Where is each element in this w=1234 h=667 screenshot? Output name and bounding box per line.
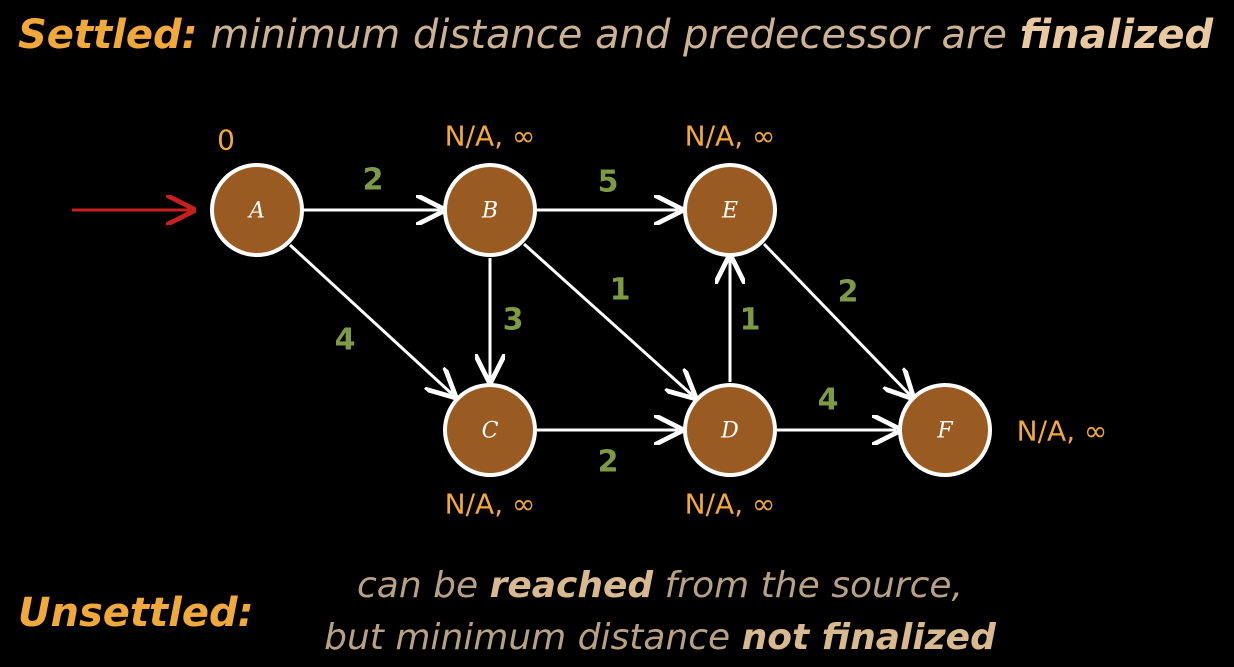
settled-emphasis: finalized <box>1019 12 1214 58</box>
node-status: N/A, ∞ <box>685 120 776 153</box>
node-c: C N/A, ∞ <box>443 383 537 521</box>
node-f: F N/A, ∞ <box>898 383 1108 477</box>
edge-a-b: 2 <box>303 163 440 211</box>
unsettled-text: from the source, <box>664 565 963 606</box>
node-label: B <box>481 199 498 224</box>
node-b: B N/A, ∞ <box>443 120 537 257</box>
settled-definition: Settled: minimum distance and predecesso… <box>18 12 1228 58</box>
edge-d-e: 1 <box>730 260 760 382</box>
node-label: E <box>721 199 738 224</box>
edge-weight: 1 <box>610 273 631 308</box>
unsettled-text: can be <box>357 565 479 606</box>
node-status: N/A, ∞ <box>445 488 536 521</box>
edge-c-d: 2 <box>537 430 678 480</box>
settled-text: minimum distance and predecessor are <box>210 12 1008 58</box>
unsettled-line-1: can be reached from the source, <box>280 560 1040 612</box>
settled-term: Settled: <box>18 12 198 58</box>
edge-weight: 5 <box>598 165 619 200</box>
edge-weight: 1 <box>740 303 761 338</box>
edge-b-c: 3 <box>490 258 523 378</box>
unsettled-line-2: but minimum distance not finalized <box>280 612 1040 664</box>
edge-d-f: 4 <box>777 383 896 431</box>
node-status: N/A, ∞ <box>1017 415 1108 448</box>
node-a: A 0 <box>210 124 304 257</box>
unsettled-emphasis: not finalized <box>741 617 996 658</box>
unsettled-emphasis: reached <box>489 565 654 606</box>
node-label: A <box>247 199 265 224</box>
node-status: N/A, ∞ <box>685 488 776 521</box>
node-label: C <box>482 419 499 444</box>
unsettled-text: but minimum distance <box>324 617 731 658</box>
node-d: D N/A, ∞ <box>683 383 777 521</box>
node-label: F <box>936 419 953 444</box>
edge-weight: 4 <box>335 323 356 358</box>
node-e: E N/A, ∞ <box>683 120 777 257</box>
unsettled-definition: can be reached from the source, but mini… <box>280 560 1040 664</box>
node-status: N/A, ∞ <box>445 120 536 153</box>
edge-weight: 4 <box>818 383 839 418</box>
edge-weight: 2 <box>838 275 859 310</box>
edge-b-e: 5 <box>537 165 678 211</box>
edge-weight: 2 <box>363 163 384 198</box>
edge-b-d: 1 <box>522 242 692 395</box>
edge-e-f: 2 <box>762 242 910 395</box>
edge-weight: 2 <box>598 445 619 480</box>
node-status: 0 <box>217 124 235 157</box>
unsettled-term: Unsettled: <box>18 590 254 636</box>
edge-a-c: 4 <box>288 243 452 394</box>
node-label: D <box>720 419 739 444</box>
edge-weight: 3 <box>503 303 524 338</box>
